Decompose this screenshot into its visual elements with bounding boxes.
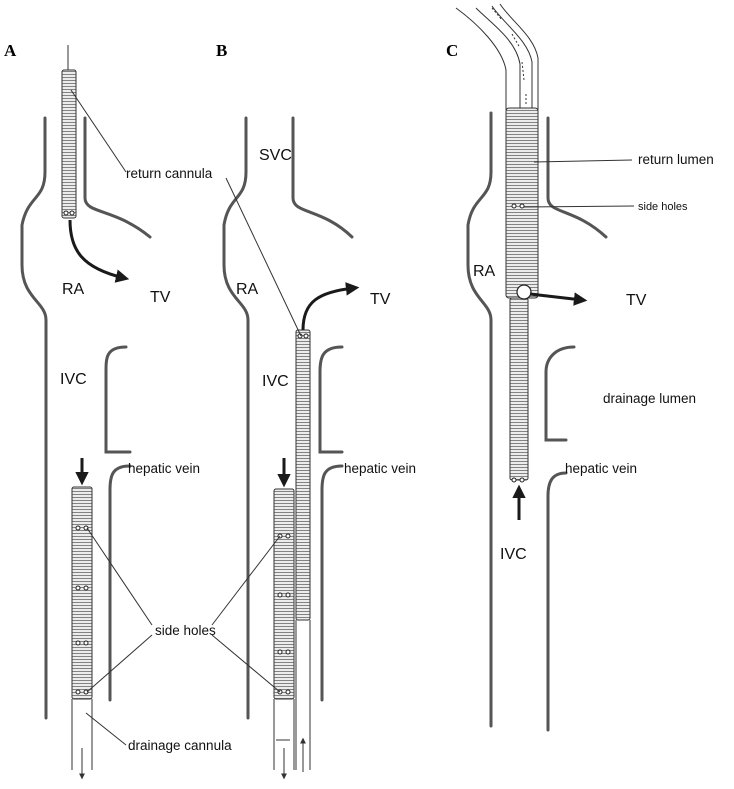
panel-b-return-hole	[303, 333, 309, 339]
panel-b-drainage-cannula-body	[273, 488, 295, 700]
panel-c-side-hole	[519, 203, 525, 209]
panel-a-return-hole	[63, 210, 69, 216]
leader-side-holes-a1	[86, 527, 153, 626]
drainage-lumen-label: drainage lumen	[603, 391, 696, 406]
panel-b-return-flow-arrow	[301, 282, 360, 331]
panel-a-side-hole	[83, 689, 89, 695]
panel-b-svc-label: SVC	[259, 147, 292, 164]
panel-b-drainage-cannula	[273, 458, 295, 780]
panel-b-side-hole	[277, 592, 283, 598]
panel-b-upper-right-wall	[291, 116, 354, 239]
panel-c-ivc-label: IVC	[500, 546, 527, 563]
panel-c-drainage-hole	[511, 477, 517, 483]
panel-a-side-hole	[83, 640, 89, 646]
panel-a-ivc-right-wall	[108, 464, 132, 702]
panel-c-catheter-flow	[491, 7, 527, 104]
leader-return-cannula-a	[70, 89, 127, 173]
panel-c-return-lumen-body	[505, 107, 539, 299]
panel-c-ivc-right-wall	[546, 471, 568, 732]
panel-a-vessels	[20, 116, 152, 720]
panel-a-side-hole	[75, 640, 81, 646]
panel-b-return-cannula-body	[295, 329, 311, 621]
panel-a-upper-right-wall	[83, 116, 152, 239]
panel-c-side-hole	[511, 203, 517, 209]
panel-a-side-hole	[83, 585, 89, 591]
panel-c-return-port	[516, 284, 532, 300]
panel-c-hepatic-vein-label: hepatic vein	[565, 461, 637, 476]
panel-c-catheter-line	[491, 5, 533, 110]
leader-side-holes-b1	[211, 535, 281, 626]
panel-c-tv-label: TV	[626, 292, 647, 309]
panel-a-side-hole	[75, 525, 81, 531]
panel-c-left-wall	[466, 111, 493, 728]
panel-c-catheter-line	[499, 3, 539, 110]
return-lumen-label: return lumen	[638, 152, 714, 167]
leader-return-cannula-b	[225, 177, 302, 337]
panel-b-side-hole	[285, 592, 291, 598]
panel-c-dual-lumen-cannula	[455, 3, 588, 520]
panel-c-upper-right-wall	[546, 116, 608, 239]
leader-return-lumen	[533, 159, 633, 163]
side-holes-label: side holes	[155, 623, 216, 638]
panel-c-vessels	[466, 111, 608, 732]
leader-side-holes-a2	[86, 634, 153, 693]
panel-b-ivc-label: IVC	[262, 373, 289, 390]
panel-b-side-hole	[277, 649, 283, 655]
panel-b-ivc-right-wall	[320, 464, 344, 702]
panel-c-return-flow-arrow	[529, 292, 588, 306]
leader-lines-c	[523, 159, 635, 208]
panel-a-side-hole	[83, 525, 89, 531]
panel-a-tv-label: TV	[150, 289, 171, 306]
panel-b-side-hole	[285, 689, 291, 695]
panel-label-c: C	[446, 41, 458, 60]
panel-b-vessels	[222, 116, 354, 720]
panel-a-return-cannula-body	[61, 69, 77, 219]
panel-b-side-hole	[285, 649, 291, 655]
panel-b-atrial-lower-wall	[318, 345, 344, 454]
panel-a-side-hole	[75, 585, 81, 591]
panel-a-left-wall	[20, 116, 48, 720]
leader-lines-ab	[70, 89, 302, 746]
return-cannula-label: return cannula	[126, 166, 213, 181]
panel-c-atrial-lower-wall	[544, 345, 576, 442]
leader-side-holes-b2	[211, 634, 281, 693]
panel-a-ra-label: RA	[62, 281, 85, 298]
leader-side-holes-c	[523, 205, 635, 208]
panel-c-catheter-line	[455, 7, 507, 110]
leader-drainage-cannula-a	[85, 712, 127, 746]
panel-b-hepatic-vein-label: hepatic vein	[344, 461, 416, 476]
panel-c-ra-label: RA	[473, 263, 496, 280]
panel-a-side-hole	[75, 689, 81, 695]
panel-a-drainage-cannula	[71, 458, 93, 780]
panel-a-return-hole	[69, 210, 75, 216]
panel-a-return-flow-arrow	[68, 219, 130, 283]
panel-a-return-cannula	[61, 45, 130, 283]
panel-label-b: B	[216, 41, 227, 60]
panel-b-side-hole	[285, 533, 291, 539]
panel-a-atrial-lower-wall	[104, 345, 132, 454]
panel-b-left-wall	[222, 116, 250, 720]
panel-c-drainage-lumen-body	[509, 297, 529, 481]
panel-a-ivc-label: IVC	[60, 371, 87, 388]
panel-c-drainage-hole	[519, 477, 525, 483]
panel-b-tv-label: TV	[370, 291, 391, 308]
panel-c-catheter-line	[475, 7, 521, 110]
panel-b-return-cannula	[295, 282, 360, 772]
panel-a-drainage-cannula-body	[71, 486, 93, 700]
panel-label-a: A	[4, 41, 17, 60]
panel-a-hepatic-vein-label: hepatic vein	[128, 461, 200, 476]
panel-b-ra-label: RA	[236, 281, 259, 298]
drainage-cannula-label: drainage cannula	[128, 738, 232, 753]
panel-c-side-holes-label: side holes	[638, 201, 688, 213]
